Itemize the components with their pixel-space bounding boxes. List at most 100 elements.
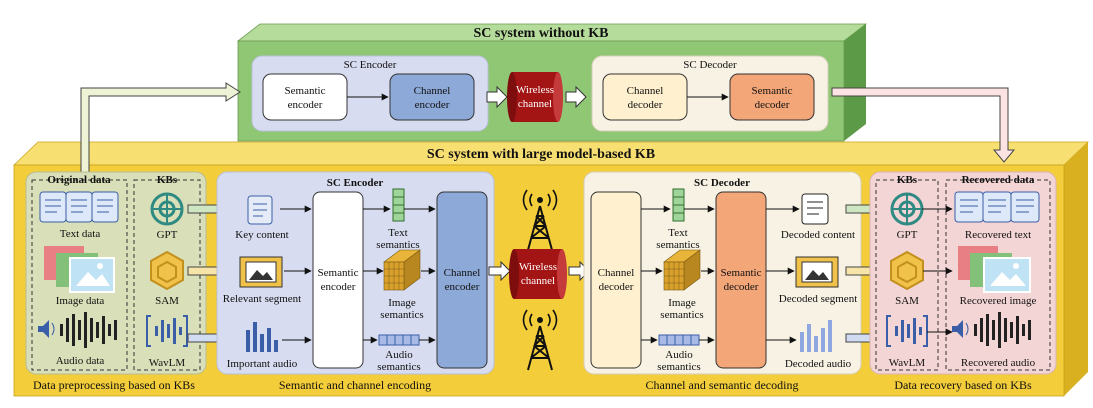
audio-semantics-label-2: semantics — [377, 361, 420, 373]
channel-encoder-block — [436, 191, 488, 369]
decoded-audio-icon — [800, 320, 832, 352]
image-data-label: Image data — [56, 295, 105, 307]
decoded-audio-semantics-vector — [658, 334, 700, 346]
audio-semantics-vector — [378, 334, 420, 346]
decoded-content-label: Decoded content — [781, 229, 855, 241]
semantic-encoder-label-2: encoder — [321, 281, 356, 293]
top-encoder-title: SC Encoder — [344, 59, 397, 71]
important-audio-label: Important audio — [227, 358, 298, 370]
top-wireless-channel-cylinder — [507, 72, 563, 122]
decoder-title: SC Decoder — [694, 177, 750, 189]
wavlm-label-left: WavLM — [149, 357, 186, 369]
semantic-encoder-label-1: Semantic — [318, 267, 359, 279]
decoded-text-semantics-vector — [672, 188, 685, 222]
text-data-label: Text data — [60, 228, 101, 240]
decoded-text-semantics-label-2: semantics — [656, 239, 699, 251]
image-semantics-grid — [383, 249, 421, 291]
top-wireless-label-2: channel — [518, 98, 552, 110]
channel-encoder-label-2: encoder — [445, 281, 480, 293]
audio-semantics-label-1: Audio — [385, 349, 413, 361]
decoded-content-icon — [801, 193, 829, 225]
text-data-icon — [39, 191, 119, 223]
encoder-title: SC Encoder — [327, 177, 384, 189]
top-channel-encoder-block — [389, 73, 475, 121]
sam-icon-right — [890, 250, 924, 291]
recovered-image-icon — [958, 246, 1031, 293]
top-channel-decoder-block — [602, 73, 688, 121]
gpt-label-left: GPT — [157, 229, 178, 241]
channel-decoder-block — [590, 191, 642, 369]
top-hollow-arrow-2 — [565, 85, 587, 109]
recovered-text-label: Recovered text — [965, 229, 1031, 241]
preprocessing-caption: Data preprocessing based on KBs — [33, 378, 195, 392]
antenna-tower-bottom-icon — [522, 309, 558, 371]
top-wireless-label-1: Wireless — [516, 84, 554, 96]
image-semantics-label-1: Image — [388, 297, 416, 309]
flow-arrow-original-to-top — [80, 82, 241, 176]
recovered-audio-icon — [952, 312, 1031, 348]
kbs-title-left: KBs — [157, 174, 178, 186]
text-semantics-vector — [392, 188, 405, 222]
antenna-tower-top-icon — [522, 189, 558, 251]
wavlm-label-right: WavLM — [889, 357, 926, 369]
flow-arrow-top-to-recovered — [831, 87, 1016, 163]
top-channel-decoder-label-2: decoder — [628, 99, 663, 111]
top-semantic-encoder-block — [262, 73, 348, 121]
top-hollow-arrow-1 — [486, 85, 508, 109]
recovery-caption: Data recovery based on KBs — [894, 378, 1032, 392]
decoding-caption: Channel and semantic decoding — [646, 378, 799, 392]
encoding-caption: Semantic and channel encoding — [279, 378, 431, 392]
top-channel-encoder-label-2: encoder — [415, 99, 450, 111]
original-data-dashed-box — [31, 179, 128, 371]
sam-icon-left — [150, 250, 184, 291]
kbs-dashed-box-right — [875, 179, 939, 371]
original-data-title: Original data — [47, 174, 111, 186]
bottom-system-title: SC system with large model-based KB — [427, 147, 655, 162]
decoded-audio-semantics-label-2: semantics — [657, 361, 700, 373]
channel-encoder-label-1: Channel — [444, 267, 481, 279]
top-decoder-title: SC Decoder — [683, 59, 737, 71]
audio-data-label: Audio data — [56, 355, 105, 367]
channel-decoder-label-2: decoder — [599, 281, 634, 293]
top-semantic-decoder-block — [729, 73, 815, 121]
important-audio-icon — [246, 322, 278, 352]
decoded-image-semantics-grid — [663, 249, 701, 291]
semantic-decoder-label-2: decoder — [724, 281, 759, 293]
semantic-decoder-label-1: Semantic — [721, 267, 762, 279]
decoded-image-semantics-label-2: semantics — [660, 309, 703, 321]
decoded-segment-icon — [795, 256, 839, 288]
text-semantics-label-2: semantics — [376, 239, 419, 251]
decoded-text-semantics-label-1: Text — [668, 227, 687, 239]
sam-label-right: SAM — [895, 295, 919, 307]
semantic-encoder-block — [312, 191, 364, 369]
image-data-icon — [44, 246, 115, 293]
image-semantics-label-2: semantics — [380, 309, 423, 321]
recovered-audio-label: Recovered audio — [961, 357, 1036, 369]
recovered-data-dashed-box — [945, 179, 1051, 371]
relevant-segment-label: Relevant segment — [223, 293, 302, 305]
channel-decoder-label-1: Channel — [598, 267, 635, 279]
gpt-label-right: GPT — [897, 229, 918, 241]
top-semantic-encoder-label-2: encoder — [288, 99, 323, 111]
top-channel-encoder-label-1: Channel — [414, 85, 451, 97]
top-semantic-decoder-label-2: decoder — [755, 99, 790, 111]
key-content-icon — [247, 195, 273, 225]
audio-data-icon — [38, 312, 117, 348]
top-semantic-encoder-label-1: Semantic — [285, 85, 326, 97]
gpt-icon-right — [890, 192, 924, 226]
wireless-channel-cylinder — [509, 249, 567, 299]
wireless-label-2: channel — [521, 275, 555, 287]
top-system-title: SC system without KB — [474, 26, 609, 41]
wireless-label-1: Wireless — [519, 261, 557, 273]
gpt-icon-left — [150, 192, 184, 226]
key-content-label: Key content — [235, 229, 288, 241]
hollow-arrow-chanenc-to-wireless — [488, 260, 511, 282]
semantic-decoder-block — [715, 191, 767, 369]
decoded-image-semantics-label-1: Image — [668, 297, 696, 309]
top-channel-decoder-label-1: Channel — [627, 85, 664, 97]
wavlm-icon-left — [146, 315, 188, 347]
top-semantic-decoder-label-1: Semantic — [752, 85, 793, 97]
kbs-title-right: KBs — [897, 174, 918, 186]
recovered-text-icon — [954, 191, 1040, 223]
